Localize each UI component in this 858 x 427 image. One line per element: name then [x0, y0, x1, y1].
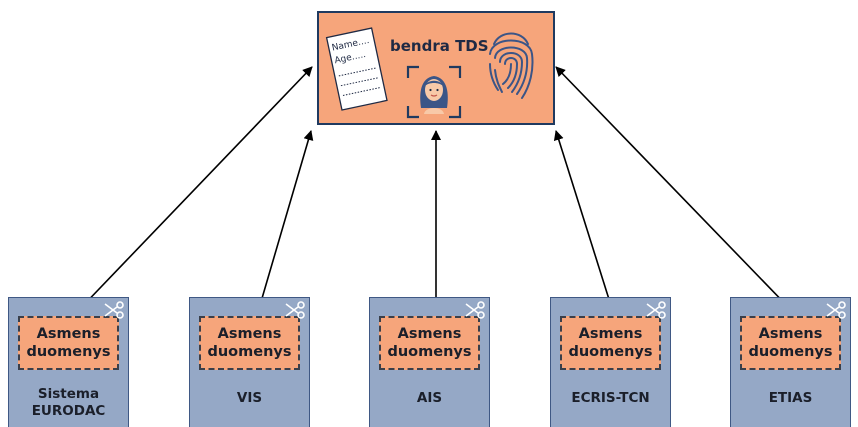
scissors-icon	[646, 301, 666, 319]
personal-data-chip: Asmens duomenys	[18, 316, 119, 370]
personal-data-label: Asmens duomenys	[26, 326, 111, 360]
personal-data-label: Asmens duomenys	[387, 326, 472, 360]
face-scan-icon	[406, 65, 462, 119]
system-box-vis: Asmens duomenys VIS	[189, 297, 310, 427]
arrow-eurodac	[76, 66, 313, 313]
system-box-ecris-tcn: Asmens duomenys ECRIS-TCN	[550, 297, 671, 427]
personal-data-label: Asmens duomenys	[568, 326, 653, 360]
personal-data-chip: Asmens duomenys	[740, 316, 841, 370]
system-label-ais: AIS	[416, 390, 443, 406]
personal-data-label: Asmens duomenys	[748, 326, 833, 360]
system-box-etias: Asmens duomenys ETIAS	[730, 297, 851, 427]
scissors-icon	[465, 301, 485, 319]
arrow-etias	[555, 66, 794, 313]
system-box-ais: Asmens duomenys AIS	[369, 297, 490, 427]
system-label-eurodac: Sistema EURODAC	[31, 386, 106, 419]
personal-data-label: Asmens duomenys	[207, 326, 292, 360]
tds-title: bendra TDS	[390, 37, 489, 55]
personal-data-chip: Asmens duomenys	[379, 316, 480, 370]
system-box-eurodac: Asmens duomenys Sistema EURODAC	[8, 297, 129, 427]
arrow-vis	[257, 130, 314, 313]
scissors-icon	[285, 301, 305, 319]
scissors-icon	[104, 301, 124, 319]
personal-data-chip: Asmens duomenys	[560, 316, 661, 370]
scissors-icon	[826, 301, 846, 319]
fingerprint-icon	[489, 32, 534, 99]
arrow-ecris	[553, 130, 614, 313]
system-label-vis: VIS	[236, 390, 263, 406]
personal-data-chip: Asmens duomenys	[199, 316, 300, 370]
document-form-icon: Name.... Age.....	[325, 27, 388, 111]
system-label-ecris-tcn: ECRIS-TCN	[571, 390, 650, 406]
system-label-etias: ETIAS	[768, 390, 813, 406]
